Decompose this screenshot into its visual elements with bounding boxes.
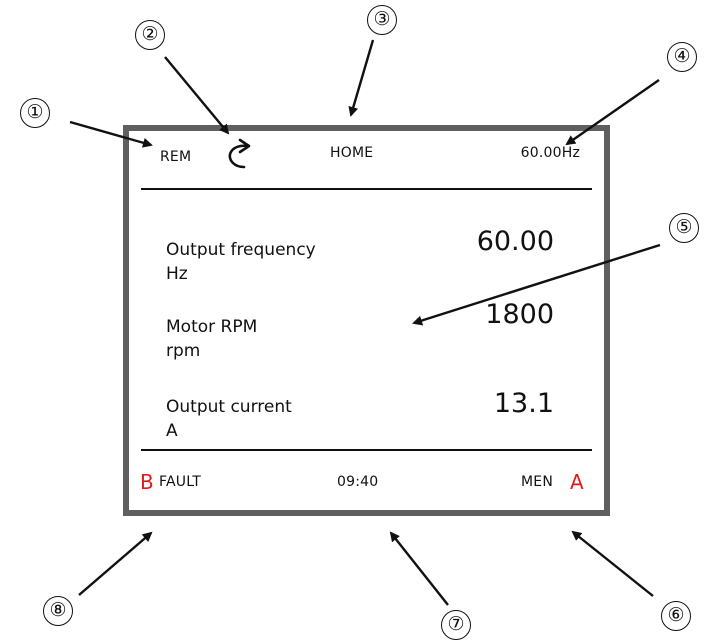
rotate-arrow-icon	[221, 137, 259, 173]
reading-value-current: 13.1	[493, 388, 554, 419]
callout-7: ⑦	[441, 610, 471, 640]
reading-value-frequency: 60.00	[476, 226, 554, 257]
bottom-divider	[141, 449, 592, 451]
keypad-display: REM HOME 60.00Hz Output frequency Hz 60.…	[123, 125, 610, 516]
softkey-fault[interactable]: FAULT	[159, 474, 202, 490]
callout-3: ③	[367, 5, 397, 35]
reading-unit-rpm: rpm	[166, 341, 201, 361]
reading-unit-current: A	[166, 421, 178, 441]
arrow-3	[348, 39, 375, 117]
callout-8: ⑧	[43, 596, 73, 626]
arrow-8	[78, 531, 153, 596]
callout-5: ⑤	[669, 213, 699, 243]
softkey-b-letter: B	[140, 470, 154, 494]
arrow-7	[389, 531, 449, 606]
reference-value: 60.00Hz	[520, 145, 580, 161]
callout-4: ④	[667, 42, 697, 72]
arrow-6	[571, 530, 654, 597]
reading-label-current: Output current	[166, 397, 292, 417]
top-divider	[141, 188, 592, 190]
reading-label-rpm: Motor RPM	[166, 317, 258, 337]
reading-value-rpm: 1800	[485, 299, 554, 330]
clock-display: 09:40	[337, 474, 379, 490]
reading-label-frequency: Output frequency	[166, 240, 316, 260]
callout-6: ⑥	[661, 601, 691, 631]
softkey-menu[interactable]: MEN	[521, 474, 553, 490]
callout-1: ①	[20, 98, 50, 128]
callout-2: ②	[135, 20, 165, 50]
reading-unit-frequency: Hz	[166, 264, 188, 284]
arrow-2	[164, 56, 230, 135]
softkey-a-letter: A	[570, 470, 584, 494]
control-mode-label: REM	[160, 149, 192, 165]
view-title: HOME	[330, 145, 374, 161]
